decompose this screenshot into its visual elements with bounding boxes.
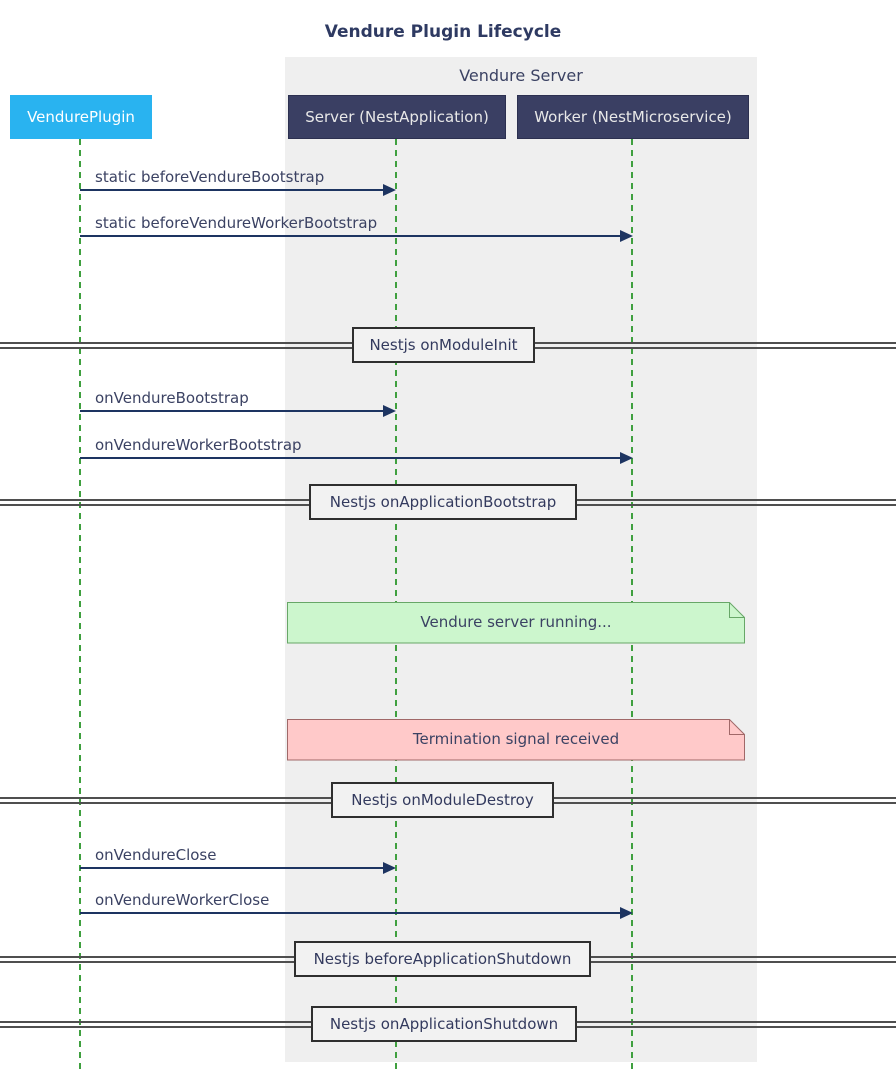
message-label-static-beforevendurebootstrap: static beforeVendureBootstrap: [95, 168, 325, 186]
group-vendure-server-box: [285, 57, 757, 1062]
arrowhead-right-icon: [383, 184, 396, 196]
message-label-onvendureworkerclose: onVendureWorkerClose: [95, 891, 270, 909]
divider-label: Nestjs onApplicationBootstrap: [329, 493, 557, 511]
arrow-shaft: [80, 867, 387, 869]
divider-label: Nestjs onModuleInit: [369, 336, 518, 354]
message-arrow-onvendurebootstrap: [80, 405, 396, 417]
actor-server-nestapplication: Server (NestApplication): [288, 95, 506, 139]
arrowhead-right-icon: [383, 862, 396, 874]
group-vendure-server-label: Vendure Server: [459, 66, 583, 85]
divider-onmoduleinit: Nestjs onModuleInit: [352, 327, 535, 363]
arrow-shaft: [80, 912, 624, 914]
note-vendure-server-running: Vendure server running...: [287, 602, 745, 644]
diagram-title: Vendure Plugin Lifecycle: [324, 22, 562, 42]
actor-label: Worker (NestMicroservice): [534, 108, 732, 126]
arrow-shaft: [80, 189, 387, 191]
arrow-shaft: [80, 457, 624, 459]
message-arrow-onvendureclose: [80, 862, 396, 874]
divider-label: Nestjs beforeApplicationShutdown: [313, 950, 572, 968]
divider-onmoduledestroy: Nestjs onModuleDestroy: [331, 782, 554, 818]
actor-label: Server (NestApplication): [305, 108, 489, 126]
divider-label: Nestjs onApplicationShutdown: [329, 1015, 559, 1033]
message-arrow-onvendureworkerbootstrap: [80, 452, 633, 464]
note-termination-signal: Termination signal received: [287, 719, 745, 761]
message-arrow-static-beforevendureworkerbootstrap: [80, 230, 633, 242]
divider-beforeapplicationshutdown: Nestjs beforeApplicationShutdown: [294, 941, 591, 977]
note-label: Vendure server running...: [420, 613, 612, 631]
actor-label: VendurePlugin: [27, 108, 135, 126]
divider-onapplicationshutdown: Nestjs onApplicationShutdown: [311, 1006, 577, 1042]
message-label-onvendureworkerbootstrap: onVendureWorkerBootstrap: [95, 436, 302, 454]
lifeline-vendureplugin: [79, 139, 81, 1072]
note-label: Termination signal received: [412, 730, 620, 748]
arrowhead-right-icon: [620, 907, 633, 919]
arrow-shaft: [80, 410, 387, 412]
message-label-onvendureclose: onVendureClose: [95, 846, 217, 864]
actor-vendureplugin: VendurePlugin: [10, 95, 152, 139]
arrowhead-right-icon: [620, 230, 633, 242]
message-arrow-static-beforevendurebootstrap: [80, 184, 396, 196]
arrowhead-right-icon: [383, 405, 396, 417]
message-arrow-onvendureworkerclose: [80, 907, 633, 919]
arrowhead-right-icon: [620, 452, 633, 464]
note-shape-green: [287, 602, 745, 644]
message-label-static-beforevendureworkerbootstrap: static beforeVendureWorkerBootstrap: [95, 214, 378, 232]
divider-label: Nestjs onModuleDestroy: [351, 791, 534, 809]
divider-onapplicationbootstrap: Nestjs onApplicationBootstrap: [309, 484, 577, 520]
arrow-shaft: [80, 235, 624, 237]
actor-worker-nestmicroservice: Worker (NestMicroservice): [517, 95, 749, 139]
note-shape-pink: [287, 719, 745, 761]
message-label-onvendurebootstrap: onVendureBootstrap: [95, 389, 249, 407]
